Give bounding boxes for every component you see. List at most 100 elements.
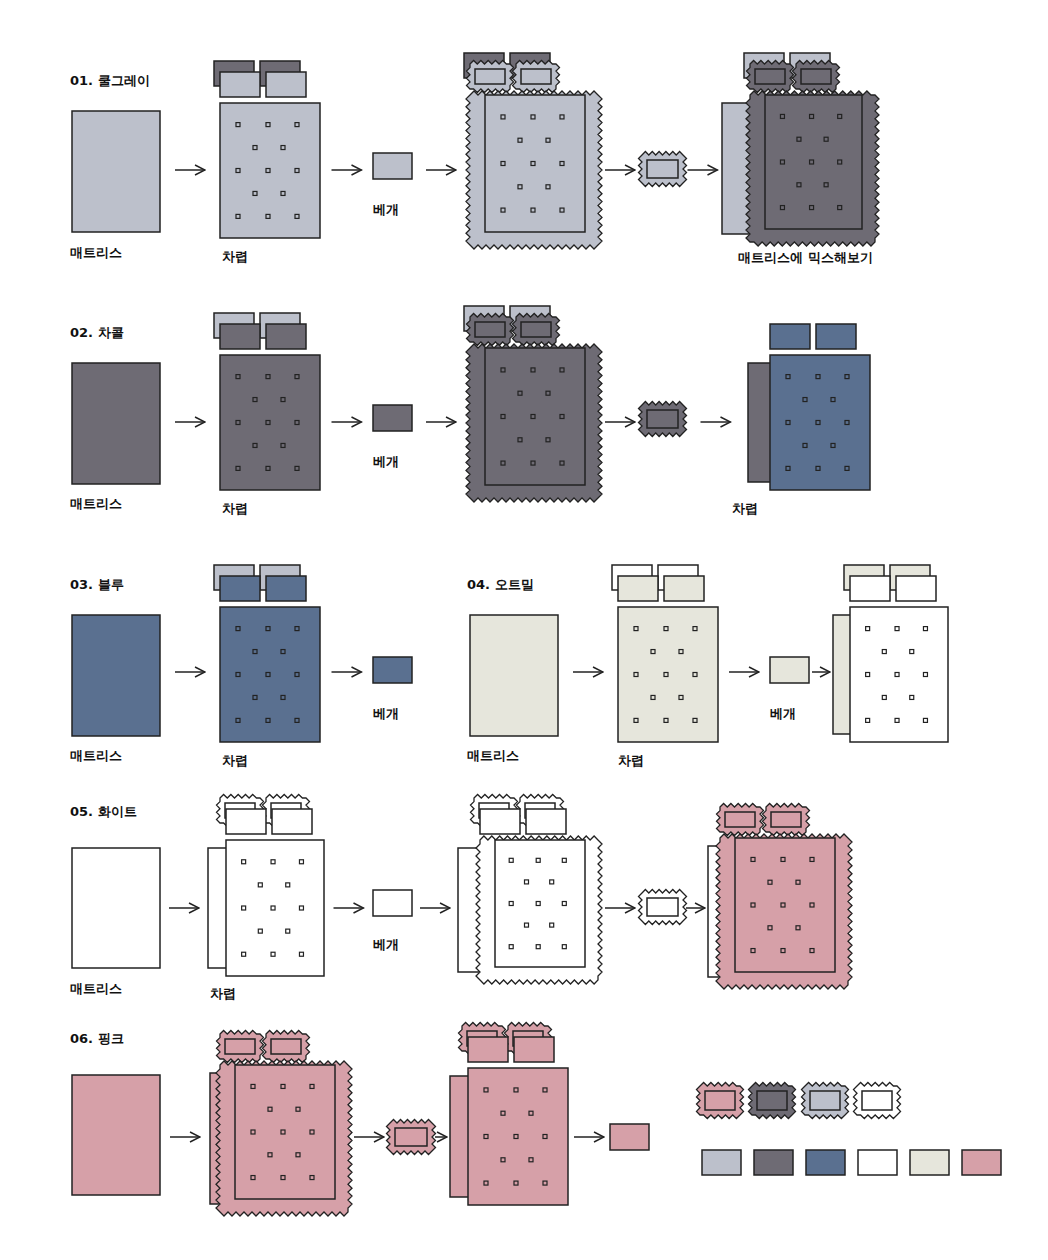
bedding-item: 베개 <box>373 657 412 683</box>
quilt-dot <box>242 860 246 864</box>
quilt-dot <box>780 206 784 210</box>
quilt-dot <box>501 368 505 372</box>
color-sample <box>910 1150 949 1175</box>
quilt-dot <box>236 421 240 425</box>
bedding-figure <box>610 1124 649 1150</box>
bedding-figure <box>464 53 602 249</box>
bedding-figure <box>208 795 324 977</box>
inner-panel <box>475 69 505 84</box>
quilt-dot <box>923 718 927 722</box>
quilt-dot <box>253 695 257 699</box>
quilt-dot <box>281 443 285 447</box>
bedding-item <box>850 607 948 742</box>
wavy-edge <box>639 890 687 925</box>
quilt-dot <box>242 906 246 910</box>
quilt-dot <box>266 214 270 218</box>
pillow-shape <box>373 657 412 683</box>
quilt-dot <box>253 443 257 447</box>
quilt-dot <box>266 718 270 722</box>
inner-panel <box>705 1091 735 1110</box>
quilt-dot <box>866 673 870 677</box>
quilt-dot <box>253 191 257 195</box>
quilt-dot <box>845 466 849 470</box>
quilt-dot <box>310 1176 314 1180</box>
quilt-dot <box>281 1130 285 1134</box>
mattress-shape <box>72 1075 160 1195</box>
quilt-dot <box>810 160 814 164</box>
item-caption: 차렵 <box>732 501 758 517</box>
quilt-dot <box>501 1111 505 1115</box>
inner-panel <box>235 1065 335 1199</box>
quilt-dot <box>560 415 564 419</box>
quilt-dot <box>679 695 683 699</box>
quilt-dot <box>266 466 270 470</box>
quilt-dot <box>786 421 790 425</box>
bedding-figure <box>214 313 320 490</box>
bedding-item <box>610 1124 649 1150</box>
quilt-dot <box>780 160 784 164</box>
quilt-dot <box>550 923 554 927</box>
flow-arrow <box>605 421 635 423</box>
quilt-dot <box>258 883 262 887</box>
quilt-dot <box>299 860 303 864</box>
duvet-shape <box>220 103 320 238</box>
quilt-dot <box>895 627 899 631</box>
quilt-dot <box>664 627 668 631</box>
quilt-dot <box>751 857 755 861</box>
quilt-dot <box>281 1084 285 1088</box>
quilt-dot <box>562 902 566 906</box>
bedding-figure <box>373 657 412 683</box>
wavy-edge <box>747 61 794 93</box>
quilt-dot <box>664 673 668 677</box>
quilt-dot <box>531 115 535 119</box>
flow-arrow <box>420 907 450 909</box>
mattress-shape <box>72 615 160 736</box>
item-caption: 베개 <box>373 454 399 470</box>
quilt-dot <box>679 650 683 654</box>
quilt-dot <box>281 191 285 195</box>
bedding-item <box>390 1123 432 1151</box>
flow-arrow <box>332 421 362 423</box>
quilt-dot <box>295 169 299 173</box>
duvet-shape <box>618 607 718 742</box>
item-caption: 베개 <box>373 937 399 953</box>
bedding-figure <box>639 890 687 925</box>
quilt-dot <box>531 162 535 166</box>
pillow-shape <box>664 576 704 601</box>
quilt-dot <box>236 375 240 379</box>
mattress-shape <box>72 363 160 484</box>
color-sample <box>858 1150 897 1175</box>
quilt-dot <box>501 208 505 212</box>
quilt-dot <box>525 923 529 927</box>
quilt-dot <box>296 1107 300 1111</box>
bedding-item: 차렵 <box>226 840 324 976</box>
pillow-shape <box>468 1037 508 1062</box>
quilt-dot <box>845 421 849 425</box>
quilt-dot <box>484 1088 488 1092</box>
bedding-item: 차렵 <box>220 103 320 238</box>
quilt-dot <box>253 146 257 150</box>
quilt-dot <box>514 1088 518 1092</box>
quilt-dot <box>803 398 807 402</box>
bedding-item <box>72 1075 160 1195</box>
mattress-shape <box>470 615 558 736</box>
quilt-dot <box>810 206 814 210</box>
quilt-dot <box>796 926 800 930</box>
quilt-dot <box>768 926 772 930</box>
quilt-dot <box>536 945 540 949</box>
item-caption: 매트리스 <box>70 496 122 512</box>
bedding-figure <box>214 61 320 238</box>
quilt-dot <box>295 123 299 127</box>
quilt-dot <box>751 903 755 907</box>
inner-panel <box>757 1091 787 1110</box>
quilt-dot <box>634 673 638 677</box>
bedding-item <box>642 405 683 433</box>
inner-panel <box>521 69 551 84</box>
mattress-shape <box>72 848 160 968</box>
bedding-item: 베개 <box>373 153 412 179</box>
quilt-dot <box>810 114 814 118</box>
bedding-item <box>470 95 598 245</box>
quilt-dot <box>236 123 240 127</box>
quilt-dot <box>531 415 535 419</box>
pillow-shape <box>272 809 312 834</box>
